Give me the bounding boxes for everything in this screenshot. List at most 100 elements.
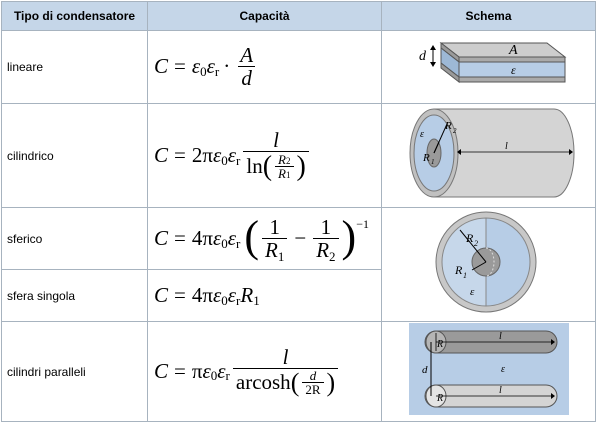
- paren-right: ): [341, 211, 357, 261]
- radius-R2: [459, 229, 486, 263]
- sym-eq: =: [174, 54, 186, 79]
- label-R1-sub: 1: [431, 158, 435, 166]
- row-type-cilindrico: cilindrico: [1, 103, 148, 208]
- label-l-bottom: l: [499, 385, 502, 396]
- top-plate: [439, 42, 566, 57]
- sym-sub0: 0: [221, 152, 228, 168]
- sym-subr: r: [236, 292, 241, 308]
- sym-eps: ε: [212, 226, 222, 251]
- fraction-A-d: A d: [237, 44, 256, 90]
- paren-right: ): [296, 150, 306, 182]
- sym-arcosh: arcosh: [235, 370, 291, 395]
- schema-lineare: d A ε: [381, 30, 596, 104]
- sym-ln: ln: [246, 154, 263, 179]
- schema-sferico: R 2 R 1 ε: [381, 207, 596, 322]
- radius-R1: [433, 141, 439, 154]
- sym-eq: =: [174, 143, 186, 167]
- header-capacity: Capacità: [147, 1, 382, 31]
- label-eps: ε: [501, 364, 505, 375]
- label-R-top: R: [436, 339, 443, 350]
- sym-2pi: 2π: [191, 143, 213, 167]
- arrow-right: [568, 149, 573, 155]
- sym-4pi: 4π: [191, 283, 213, 308]
- sym-eq: =: [174, 283, 186, 308]
- sym-R: R: [316, 237, 330, 262]
- sym-eps: ε: [227, 226, 237, 251]
- sym-eps: ε: [217, 358, 226, 383]
- sym-eps: ε: [212, 143, 222, 167]
- sym-R: R: [240, 283, 254, 308]
- fraction-d-2R: d 2R: [302, 368, 324, 398]
- arrow-bottom: [550, 393, 555, 399]
- sym-4pi: 4π: [191, 226, 213, 251]
- label-R2: R: [444, 120, 452, 132]
- header-type: Tipo di condensatore: [1, 1, 148, 31]
- sym-C: C: [154, 358, 169, 383]
- label-R1-sub: 1: [463, 271, 467, 280]
- frac-num: A: [240, 42, 254, 67]
- frac-num: 1: [320, 214, 332, 239]
- sym-pi: π: [191, 358, 203, 383]
- frac-num: l: [282, 344, 289, 369]
- row-type-lineare: lineare: [1, 30, 148, 104]
- sym-sub2: 2: [329, 248, 336, 264]
- fraction-R2-R1: R2 R1: [275, 151, 294, 182]
- sym-subr: r: [225, 368, 230, 384]
- paren-left: (: [290, 367, 300, 397]
- frac-num: 1: [269, 214, 280, 239]
- paren-right: ): [326, 367, 336, 397]
- schema-cilindri-paralleli: R R d l l ε: [381, 321, 596, 422]
- paren-left: (: [244, 211, 260, 261]
- label-d: d: [419, 49, 427, 64]
- label-R1: R: [422, 152, 430, 164]
- bottom-plate: [458, 76, 565, 82]
- plate-capacitor-diagram: d A ε: [419, 41, 566, 83]
- label-R-bottom: R: [436, 393, 443, 404]
- sym-R: R: [278, 151, 286, 167]
- header-row: Tipo di condensatore Capacità Schema: [1, 1, 596, 31]
- sym-subr: r: [236, 152, 241, 168]
- label-R2-sub: 2: [474, 239, 478, 248]
- bottom-plate-side: [440, 61, 459, 83]
- row-type-sfera-singola: sfera singola: [1, 269, 148, 322]
- frac-den: d: [238, 65, 255, 90]
- sym-eps: ε: [212, 283, 222, 308]
- dielectric-cut-left: [441, 217, 486, 307]
- frac-den-ln: ln ( R2 R1 ): [243, 150, 309, 183]
- fraction-1-R1: 1 R1: [262, 214, 288, 263]
- schema-cilindrico: R 2 R 1 ε l: [381, 103, 596, 208]
- sym-minus: −: [294, 226, 307, 251]
- outer-cylinder-body: [433, 108, 574, 198]
- sym-eps: ε: [202, 358, 211, 383]
- fraction-l-arcosh: l arcosh ( d 2R ): [232, 344, 339, 398]
- sym-sub0: 0: [221, 235, 228, 251]
- frac-den: 2R: [305, 382, 321, 398]
- label-R2: R: [465, 231, 474, 245]
- arrow-left: [456, 149, 461, 155]
- sym-eq: =: [174, 358, 186, 383]
- sym-C: C: [154, 226, 169, 251]
- label-eps: ε: [470, 286, 475, 298]
- sym-eps: ε: [227, 143, 237, 167]
- fraction-1-R2: 1 R2: [313, 214, 339, 264]
- paren-left: (: [262, 150, 273, 182]
- label-R1: R: [454, 263, 463, 277]
- sym-eps: ε: [191, 54, 201, 79]
- frac-den-arcosh: arcosh ( d 2R ): [232, 367, 339, 398]
- row-type-sferico: sferico: [1, 206, 148, 271]
- fraction-l-ln: l ln ( R2 R1 ): [243, 129, 309, 183]
- sym-sub2: 2: [286, 155, 291, 166]
- sym-sub0: 0: [200, 63, 207, 79]
- sym-eps: ε: [227, 283, 237, 308]
- label-d: d: [422, 364, 428, 376]
- dielectric-cut-right: [485, 217, 530, 307]
- sym-C: C: [154, 143, 169, 167]
